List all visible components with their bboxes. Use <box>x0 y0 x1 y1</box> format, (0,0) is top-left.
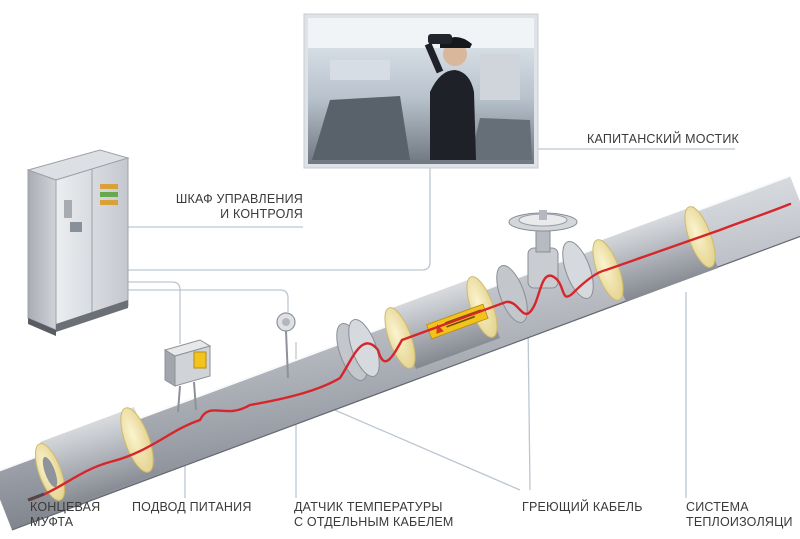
label-captain-bridge-text: КАПИТАНСКИЙ МОСТИК <box>587 132 740 146</box>
label-temperature-sensor-line1: ДАТЧИК ТЕМПЕРАТУРЫ <box>294 500 443 514</box>
label-control-cabinet: ШКАФ УПРАВЛЕНИЯ И КОНТРОЛЯ <box>170 192 303 222</box>
control-cabinet <box>26 149 130 336</box>
leader-cabinet-to-box <box>127 281 181 344</box>
leader-cabinet-to-sensor <box>127 289 289 312</box>
leader-photo-to-cabinet <box>127 166 431 271</box>
label-control-cabinet-line2: И КОНТРОЛЯ <box>220 207 303 221</box>
leader-cable-b <box>527 321 531 491</box>
label-insulation-system: СИСТЕМА ТЕПЛОИЗОЛЯЦИ <box>686 500 793 530</box>
label-captain-bridge: КАПИТАНСКИЙ МОСТИК <box>587 132 739 147</box>
temperature-sensor <box>276 312 296 379</box>
flange-left <box>336 319 380 381</box>
label-control-cabinet-line1: ШКАФ УПРАВЛЕНИЯ <box>175 192 303 206</box>
label-end-sleeve: КОНЦЕВАЯ МУФТА <box>30 500 100 530</box>
valve <box>508 210 578 289</box>
leader-cable-a <box>299 394 521 491</box>
label-heating-cable-text: ГРЕЮЩИЙ КАБЕЛЬ <box>522 500 643 514</box>
heating-cable <box>28 202 792 502</box>
label-temperature-sensor: ДАТЧИК ТЕМПЕРАТУРЫ С ОТДЕЛЬНЫМ КАБЕЛЕМ <box>294 500 454 530</box>
captain-photo <box>303 13 539 169</box>
label-end-sleeve-line1: КОНЦЕВАЯ <box>30 500 101 514</box>
pipeline <box>0 175 800 531</box>
label-insulation-line1: СИСТЕМА <box>686 500 749 514</box>
label-end-sleeve-line2: МУФТА <box>30 515 74 529</box>
label-insulation-line2: ТЕПЛОИЗОЛЯЦИ <box>686 515 793 529</box>
label-power-feed: ПОДВОД ПИТАНИЯ <box>132 500 252 515</box>
label-heating-cable: ГРЕЮЩИЙ КАБЕЛЬ <box>522 500 643 515</box>
label-temperature-sensor-line2: С ОТДЕЛЬНЫМ КАБЕЛЕМ <box>294 515 454 529</box>
junction-box <box>163 339 212 413</box>
label-power-feed-text: ПОДВОД ПИТАНИЯ <box>132 500 252 514</box>
